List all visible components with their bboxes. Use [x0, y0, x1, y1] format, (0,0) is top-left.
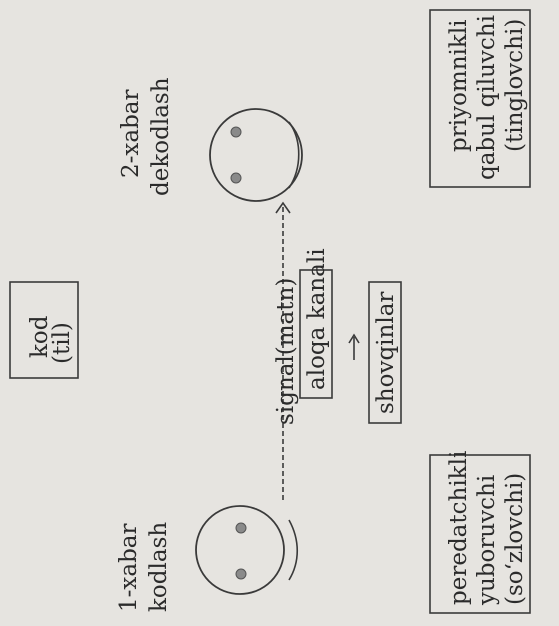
code-label-line-2: (til) [49, 322, 75, 364]
sender-label-line-2: yuboruvchi [474, 475, 500, 606]
flow-arrow-icon [275, 201, 291, 500]
receiver-label-line-1: priyomnikli [446, 19, 472, 152]
code-box [9, 281, 79, 379]
sender-label-line-3: (so‘zlovchi) [502, 473, 528, 605]
receiver-label-line-2: qabul qiluvchi [474, 15, 500, 180]
right-message-line-1: 2-xabar [118, 89, 144, 178]
receiver-label-line-3: (tinglovchi) [502, 19, 528, 152]
sender-smiley-icon [195, 505, 298, 595]
code-label-line-1: kod [27, 315, 53, 358]
sender-label-line-1: peredatchikli [446, 451, 472, 605]
noise-arrow-icon [348, 333, 360, 360]
left-message-line-2: kodlash [146, 522, 172, 612]
left-message-line-1: 1-xabar [116, 523, 142, 612]
receiver-smiley-icon [209, 108, 303, 202]
signal-label: signal(matn) [273, 278, 299, 425]
sender-box [429, 454, 531, 614]
noise-label: shovqinlar [373, 292, 399, 414]
channel-label: aloqa kanali [304, 248, 330, 390]
channel-box [299, 269, 333, 399]
right-message-line-2: dekodlash [148, 77, 174, 196]
receiver-box [429, 9, 531, 188]
noise-box [368, 281, 402, 424]
